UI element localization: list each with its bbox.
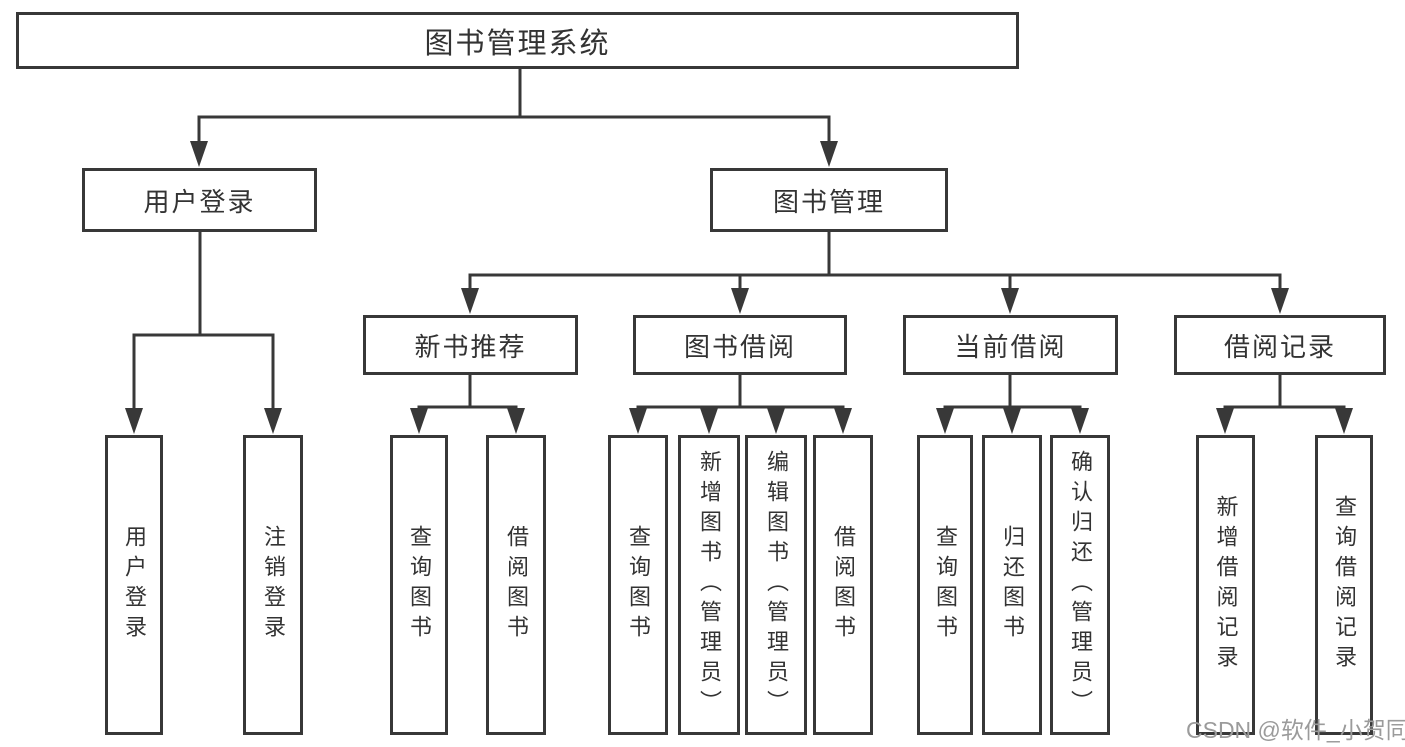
leaf-query-borrow-record: 查询借阅记录	[1315, 435, 1373, 735]
node-new-book-recommend-label: 新书推荐	[414, 331, 527, 362]
node-current-borrow: 当前借阅	[903, 315, 1118, 375]
leaf-borrow-book-1: 借阅图书	[486, 435, 546, 735]
leaf-query-book-1: 查询图书	[390, 435, 448, 735]
leaf-add-borrow-record: 新增借阅记录	[1196, 435, 1255, 735]
leaf-return-book: 归还图书	[982, 435, 1042, 735]
leaf-user-login-label: 用户登录	[122, 525, 147, 645]
leaf-borrow-book-1-label: 借阅图书	[504, 525, 529, 645]
leaf-logout-label: 注销登录	[261, 525, 286, 645]
node-root-label: 图书管理系统	[424, 27, 611, 60]
leaf-user-login: 用户登录	[105, 435, 163, 735]
node-borrow-record-label: 借阅记录	[1223, 331, 1336, 362]
node-user-login: 用户登录	[82, 168, 317, 232]
leaf-query-borrow-record-label: 查询借阅记录	[1332, 495, 1357, 675]
csdn-watermark: CSDN @软件_小贺同学	[1186, 717, 1405, 743]
node-book-borrow-label: 图书借阅	[683, 331, 796, 362]
leaf-query-book-3: 查询图书	[917, 435, 973, 735]
leaf-return-book-label: 归还图书	[1000, 525, 1025, 645]
leaf-add-book-admin-label: 新增图书（管理员）	[697, 450, 722, 720]
leaf-confirm-return-admin: 确认归还（管理员）	[1050, 435, 1110, 735]
leaf-logout: 注销登录	[243, 435, 303, 735]
leaf-edit-book-admin: 编辑图书（管理员）	[745, 435, 807, 735]
leaf-borrow-book-2: 借阅图书	[813, 435, 873, 735]
node-user-login-label: 用户登录	[143, 186, 256, 217]
leaf-borrow-book-2-label: 借阅图书	[831, 525, 856, 645]
leaf-query-book-3-label: 查询图书	[933, 525, 958, 645]
node-current-borrow-label: 当前借阅	[954, 331, 1067, 362]
node-book-management: 图书管理	[710, 168, 948, 232]
leaf-add-book-admin: 新增图书（管理员）	[678, 435, 740, 735]
leaf-query-book-2: 查询图书	[608, 435, 668, 735]
leaf-query-book-2-label: 查询图书	[626, 525, 651, 645]
node-book-borrow: 图书借阅	[633, 315, 847, 375]
node-book-management-label: 图书管理	[772, 186, 885, 217]
leaf-confirm-return-admin-label: 确认归还（管理员）	[1068, 450, 1093, 720]
leaf-add-borrow-record-label: 新增借阅记录	[1213, 495, 1239, 675]
leaf-edit-book-admin-label: 编辑图书（管理员）	[764, 450, 789, 720]
node-new-book-recommend: 新书推荐	[363, 315, 578, 375]
leaf-query-book-1-label: 查询图书	[407, 525, 432, 645]
node-borrow-record: 借阅记录	[1174, 315, 1386, 375]
node-root-system: 图书管理系统	[16, 12, 1019, 69]
